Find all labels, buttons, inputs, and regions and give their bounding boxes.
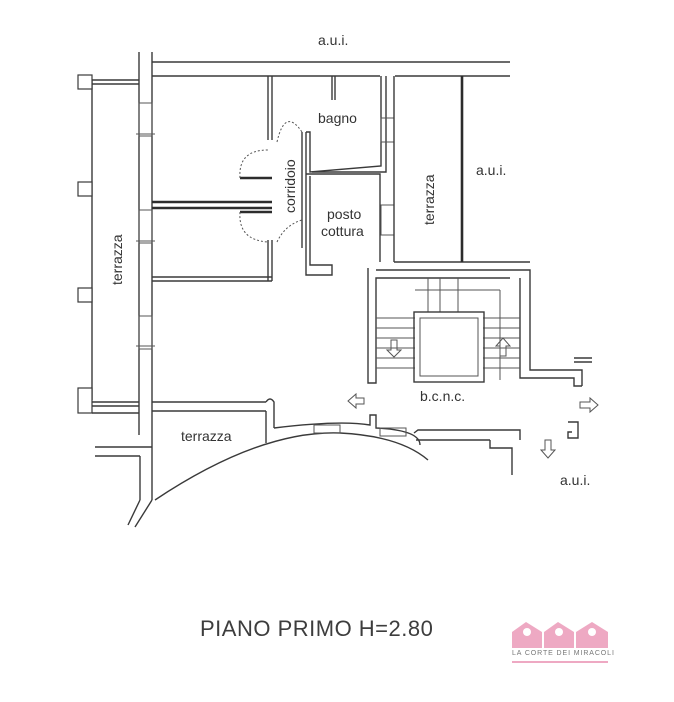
label-corridoio: corridoio: [282, 159, 298, 213]
houses-icon: [512, 622, 608, 648]
label-bagno: bagno: [318, 110, 357, 126]
label-posto: posto: [327, 206, 361, 222]
company-logo: LA CORTE DEI MIRACOLI: [512, 620, 614, 664]
plan-title: PIANO PRIMO H=2.80: [200, 616, 434, 641]
label-bcnc: b.c.n.c.: [420, 388, 465, 404]
label-terrazza-bottom: terrazza: [181, 428, 232, 444]
label-cottura: cottura: [321, 223, 364, 239]
label-aui-bottom: a.u.i.: [560, 472, 590, 488]
exterior-walls: [77, 52, 510, 528]
logo-text: LA CORTE DEI MIRACOLI: [512, 650, 615, 657]
label-aui-right: a.u.i.: [476, 162, 506, 178]
interior-walls: [152, 76, 599, 501]
label-terrazza-left: terrazza: [109, 234, 125, 285]
label-terrazza-right: terrazza: [421, 174, 437, 225]
label-aui-top: a.u.i.: [318, 32, 348, 48]
logo-underline: [512, 661, 608, 663]
